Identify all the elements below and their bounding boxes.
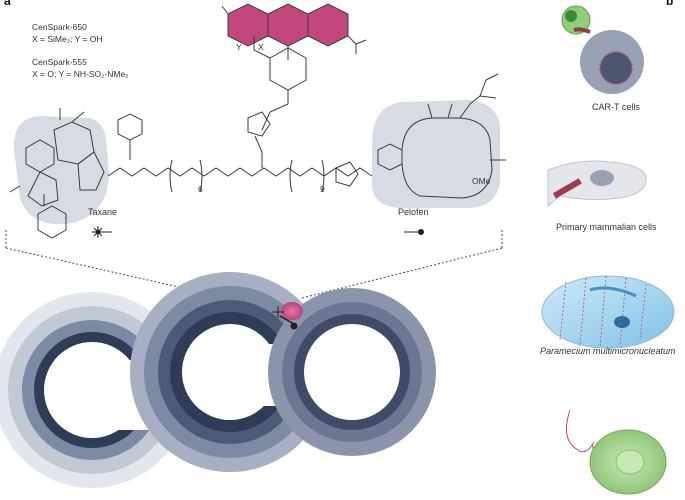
ring-middle (130, 272, 330, 472)
censpark650-groups: X = SiMe₂; Y = OH (32, 34, 103, 44)
triazole-left (247, 111, 271, 168)
censpark555-groups: X = O; Y = NH-SO₂-NMe₂ (32, 69, 129, 79)
pelofen-symbol (404, 229, 424, 235)
primary-cell-illustration (547, 160, 647, 208)
taxane-symbol (92, 226, 112, 238)
peg-bracket-left (169, 159, 203, 193)
pelofen-label: Pelofen (398, 207, 429, 217)
side-chain-phenyl (117, 113, 143, 160)
ring-right (268, 288, 436, 456)
dye-core (227, 3, 349, 47)
substituent-y-label: Y (236, 42, 242, 52)
green-cell-illustration (565, 409, 667, 495)
panel-label-a: a (4, 0, 11, 8)
probe-on-ring (272, 302, 303, 330)
panel-label-b: b (666, 0, 674, 8)
taxane-label: Taxane (88, 207, 118, 217)
taxane-benzoyl (37, 194, 67, 239)
benzoate-ring (253, 36, 307, 131)
taxane-core (9, 108, 105, 207)
dye-substituents (221, 5, 367, 60)
pelofen-core (377, 73, 506, 199)
zoom-guide-lines (5, 230, 503, 309)
pelofen-highlight (371, 100, 500, 208)
peg-repeat-right: 9 (320, 184, 325, 194)
censpark650-name: CenSpark-650 (32, 22, 87, 32)
backbone-chain (107, 167, 373, 177)
substituent-x-label: X (258, 42, 264, 52)
car-t-label: CAR-T cells (592, 102, 640, 112)
car-t-illustration (561, 5, 644, 94)
censpark555-name: CenSpark-555 (32, 57, 87, 67)
peg-bracket-right (289, 159, 325, 193)
peg-repeat-left: 6 (198, 184, 203, 194)
paramecium-label: Paramecium multimicronucleatum (540, 346, 676, 356)
ome-label: OMe (472, 176, 491, 186)
taxane-highlight (13, 116, 109, 225)
paramecium-illustration (541, 275, 675, 349)
triazole-right (335, 161, 359, 187)
primary-cells-label: Primary mammalian cells (556, 222, 657, 232)
